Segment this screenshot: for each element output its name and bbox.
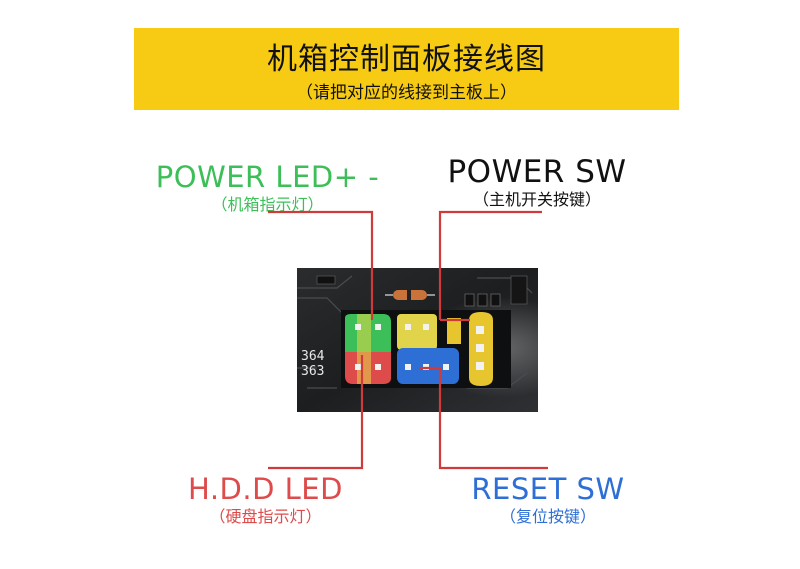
title-banner: 机箱控制面板接线图 （请把对应的线接到主板上） [134, 28, 679, 110]
power-sw-pin-area [397, 314, 437, 350]
label-power-led: POWER LED+ - （机箱指示灯） [155, 160, 380, 216]
diode-component [385, 290, 435, 300]
motherboard-header-photo: 364 363 [297, 268, 538, 412]
power-sw-subtitle: （主机开关按键） [472, 190, 601, 209]
diagram-subtitle: （请把对应的线接到主板上） [296, 83, 517, 103]
label-reset-sw: RESET SW （复位按键） [453, 472, 643, 528]
power-led-title: POWER LED+ - [155, 160, 380, 194]
hdd-led-subtitle: （硬盘指示灯） [209, 507, 322, 526]
reset-sw-subtitle: （复位按键） [499, 507, 596, 526]
power-led-subtitle: （机箱指示灯） [211, 195, 324, 214]
diagram-title: 机箱控制面板接线图 [267, 42, 546, 77]
small-yellow-pin [447, 318, 461, 344]
silkscreen-363: 363 [301, 364, 324, 379]
silkscreen-364: 364 [301, 349, 325, 364]
reset-sw-title: RESET SW [471, 472, 625, 506]
front-panel-header [341, 310, 511, 388]
power-sw-title: POWER SW [447, 154, 627, 190]
label-hdd-led: H.D.D LED （硬盘指示灯） [168, 472, 363, 528]
hdd-led-title: H.D.D LED [188, 472, 343, 506]
label-power-sw: POWER SW （主机开关按键） [432, 155, 642, 211]
